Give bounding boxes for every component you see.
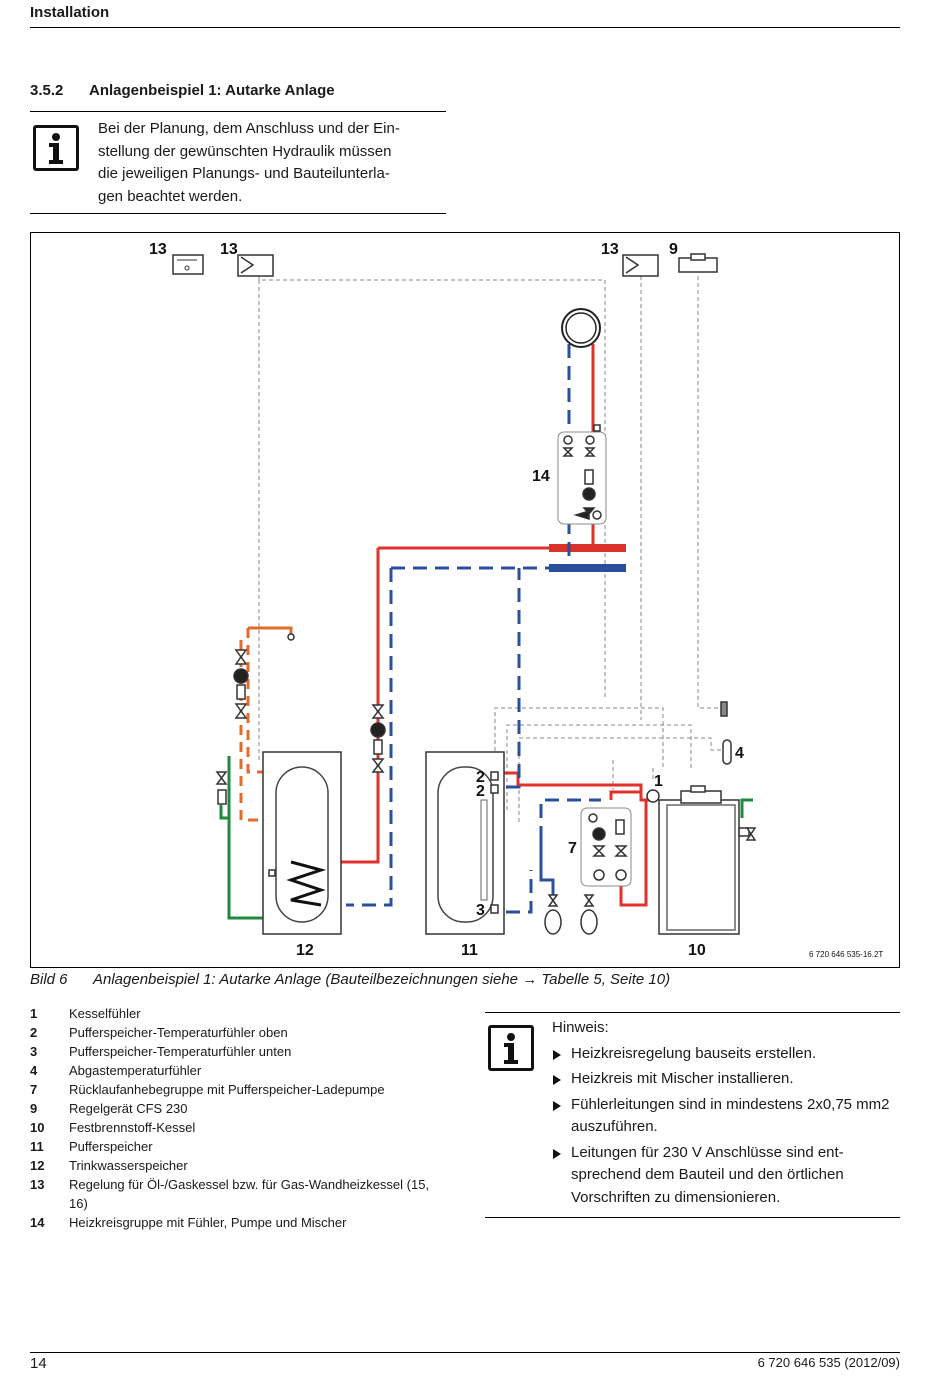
hint-item: Heizkreis mit Mischer installieren. <box>552 1068 897 1091</box>
flue-gas-sensor <box>722 739 732 765</box>
loading-pump <box>370 722 386 738</box>
note-line: stellung der gewünschten Hydraulik müsse… <box>98 142 392 160</box>
label-10: 10 <box>688 942 706 959</box>
dhw-lines <box>248 626 293 635</box>
return-solid <box>539 840 555 900</box>
figure-code: 6 720 646 535-16.2T <box>809 950 883 959</box>
caption-text: Anlagenbeispiel 1: Autarke Anlage (Baute… <box>93 971 671 988</box>
label-13-c: 13 <box>601 241 619 258</box>
label-12: 12 <box>296 942 314 959</box>
running-header: Installation <box>30 4 110 21</box>
expansion-vessel <box>580 909 598 935</box>
caption-label: Bild 6 <box>30 971 68 988</box>
label-9: 9 <box>669 241 678 258</box>
hint-item: Leitungen für 230 V Anschlüsse sind ent-… <box>552 1142 897 1210</box>
note-line: die jeweiligen Planungs- und Bauteilunte… <box>98 165 390 182</box>
hint-item: Heizkreisregelung bauseits erstellen. <box>552 1043 897 1066</box>
header-rule <box>30 27 900 28</box>
room-controller <box>172 254 204 275</box>
label-7: 7 <box>568 840 577 857</box>
label-2-b: 2 <box>476 783 485 800</box>
info-icon <box>488 1025 534 1071</box>
hint-item: Fühlerleitungen sind in mindestens 2x0,7… <box>552 1094 897 1139</box>
label-3: 3 <box>476 902 485 919</box>
section-title: Anlagenbeispiel 1: Autarke Anlage <box>89 82 335 99</box>
note-top-rule <box>30 111 446 112</box>
circulation-pump <box>233 668 249 684</box>
expansion-vessel <box>544 909 562 935</box>
hydraulic-diagram: 13 13 13 9 14 4 1 2 2 3 7 12 11 10 6 720… <box>30 232 900 968</box>
figure-caption: Bild 6 Anlagenbeispiel 1: Autarke Anlage … <box>30 971 670 988</box>
boiler-sensor <box>646 789 660 803</box>
figure-labels: 13 13 13 9 14 4 1 2 2 3 7 12 11 10 <box>149 241 744 959</box>
label-14: 14 <box>532 468 550 485</box>
label-1: 1 <box>654 773 663 790</box>
hint-bottom-rule <box>485 1217 900 1218</box>
label-13-b: 13 <box>220 241 238 258</box>
hint-box: Hinweis: Heizkreisregelung bauseits erst… <box>552 1017 897 1209</box>
document-number: 6 720 646 535 (2012/09) <box>757 1355 900 1370</box>
note-line: Bei der Planung, dem Anschluss und der E… <box>98 120 400 137</box>
hint-top-rule <box>485 1012 900 1013</box>
label-11: 11 <box>461 942 478 959</box>
info-icon <box>33 125 79 171</box>
section-number: 3.5.2 <box>30 82 64 99</box>
hydraulic-diagram-svg: 13 13 13 9 14 4 1 2 2 3 7 12 11 10 6 720… <box>149 241 883 959</box>
page-number: 14 <box>30 1355 47 1372</box>
note-line: gen beachtet werden. <box>98 187 243 205</box>
label-2-a: 2 <box>476 769 485 786</box>
label-13-a: 13 <box>149 241 167 258</box>
note-bottom-rule <box>30 213 446 214</box>
label-4: 4 <box>735 745 744 762</box>
planning-note: Bei der Planung, dem Anschluss und der E… <box>98 118 438 208</box>
dhw-circulation <box>239 628 263 822</box>
footer-rule <box>30 1352 900 1353</box>
components <box>172 253 757 935</box>
heating-circuit-group <box>557 431 607 525</box>
hint-title: Hinweis: <box>552 1019 609 1036</box>
cold-water-lines <box>219 756 753 920</box>
